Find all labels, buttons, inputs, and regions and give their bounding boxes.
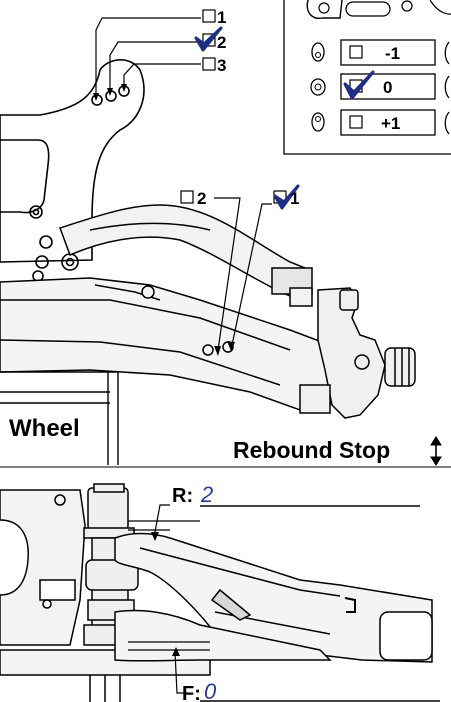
shim-front-arrow-icon bbox=[172, 647, 180, 656]
mount-option-2-label: 2 bbox=[197, 189, 206, 208]
mount-option-1[interactable]: 1 bbox=[273, 184, 300, 210]
top-option-arrows bbox=[93, 84, 127, 101]
mount-option-2[interactable]: 2 bbox=[180, 189, 206, 208]
hub-carrier bbox=[299, 287, 416, 419]
up-down-arrow-icon bbox=[430, 436, 442, 466]
mount-option-1-label: 1 bbox=[290, 189, 299, 208]
top-option-1-label: 1 bbox=[217, 8, 226, 27]
shim-rear-arrow-icon bbox=[151, 532, 159, 541]
offset-row-plus1-label: +1 bbox=[381, 114, 400, 133]
offset-table: -1 0 +1 bbox=[283, 0, 451, 155]
shim-front-value: 0 bbox=[204, 679, 217, 702]
top-option-leaders bbox=[95, 17, 201, 95]
mount-option-arrows bbox=[214, 341, 235, 356]
wheel-label: Wheel bbox=[9, 415, 80, 442]
top-option-2[interactable]: 2 bbox=[194, 26, 226, 52]
offset-row-0[interactable]: 0 bbox=[310, 70, 450, 100]
upper-arm bbox=[59, 204, 313, 307]
offset-row-0-label: 0 bbox=[383, 78, 392, 97]
offset-row-minus1-label: -1 bbox=[385, 44, 400, 63]
offset-row-plus1[interactable]: +1 bbox=[311, 109, 450, 136]
shim-front-label: F: bbox=[182, 683, 201, 702]
arm-upper-side bbox=[114, 532, 433, 663]
top-option-3-label: 3 bbox=[217, 56, 226, 75]
shim-callout-rear bbox=[128, 504, 200, 533]
lower-arm-top bbox=[0, 277, 331, 411]
top-option-1[interactable]: 1 bbox=[202, 8, 226, 27]
arm-lower-side bbox=[114, 609, 332, 662]
check-mark-icon bbox=[273, 184, 300, 210]
shim-rear-value: 2 bbox=[200, 482, 213, 507]
top-option-3[interactable]: 3 bbox=[202, 56, 226, 75]
mount-option-leaders bbox=[214, 197, 272, 351]
wheel-label-bg bbox=[0, 405, 100, 441]
check-mark-icon bbox=[194, 26, 223, 52]
wheel bbox=[0, 371, 119, 465]
shim-rear-label: R: bbox=[172, 485, 193, 507]
rebound-stop-label: Rebound Stop bbox=[233, 437, 390, 463]
offset-row-minus1[interactable]: -1 bbox=[311, 39, 450, 66]
check-mark-icon bbox=[343, 70, 375, 100]
shim-callout-front bbox=[128, 641, 210, 694]
top-option-2-label: 2 bbox=[217, 33, 226, 52]
